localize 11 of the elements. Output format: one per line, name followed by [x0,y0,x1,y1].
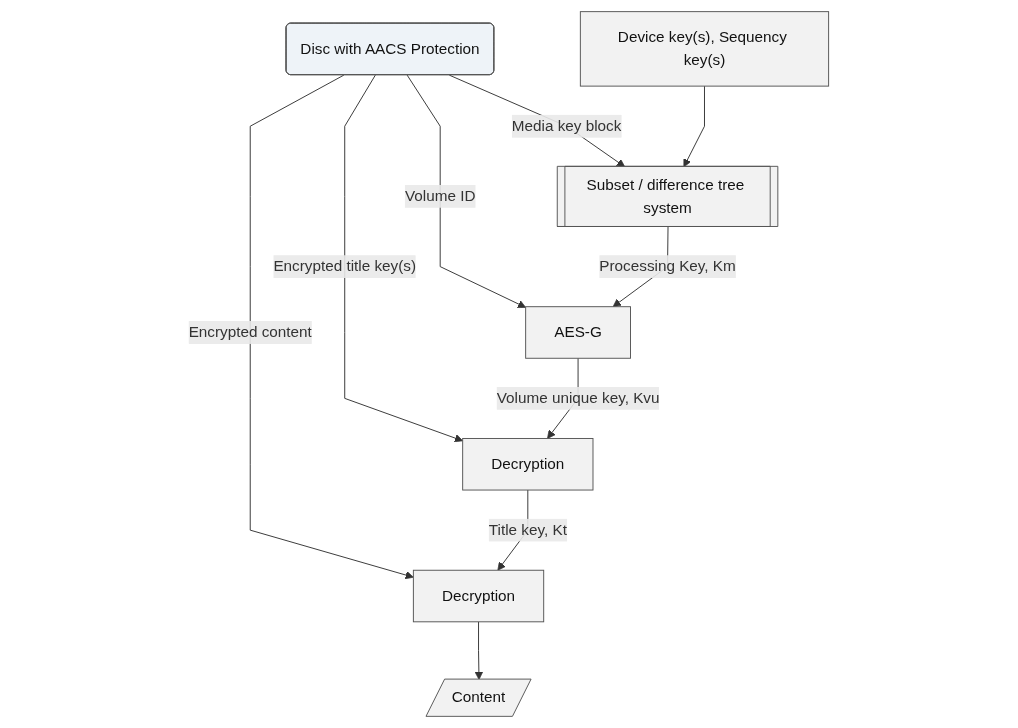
edge-label: Title key, Kt [489,521,568,538]
edge-label: Encrypted content [189,323,313,341]
edge-label: Volume ID [405,187,476,205]
node-box: Decryption [462,438,594,491]
edge-label: Volume unique key, Kvu [497,389,660,407]
edge-label: Processing Key, Km [599,258,737,275]
node-box: AES-G [525,306,632,359]
node-box: Decryption [413,569,545,623]
edge-label: Media key block [512,117,622,134]
node-box: Device key(s), Sequency key(s) [580,11,830,87]
edge-label: Encrypted title key(s) [273,258,417,275]
